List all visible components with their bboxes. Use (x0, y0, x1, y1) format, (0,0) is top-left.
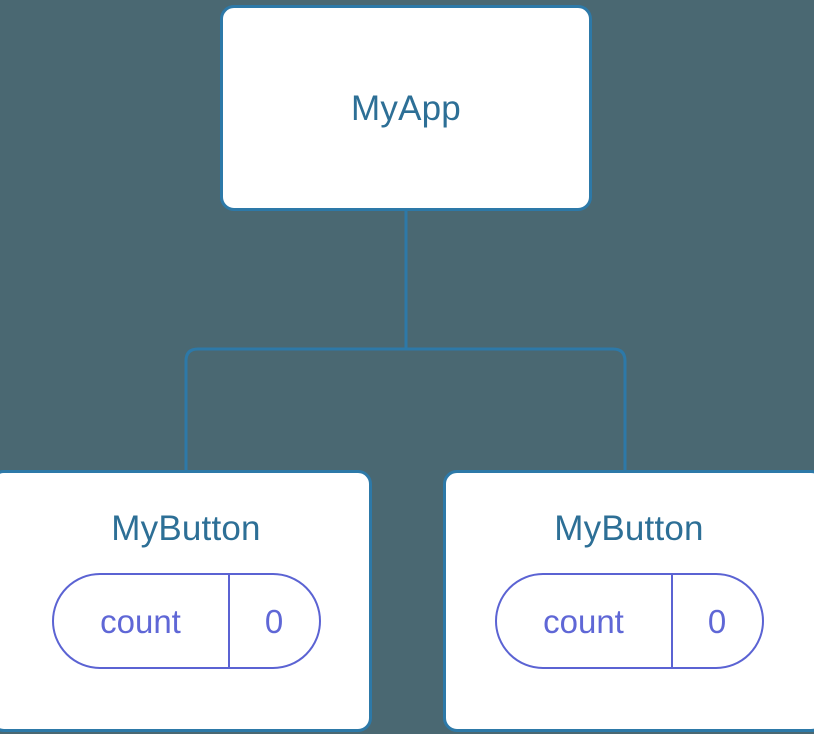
component-node-content: MyButton count 0 (0, 511, 374, 669)
component-node-myapp[interactable]: MyApp (220, 5, 592, 211)
component-node-content: MyButton count 0 (441, 511, 814, 669)
state-key: count (100, 602, 181, 640)
component-node-mybutton-1[interactable]: MyButton count 0 (0, 470, 372, 732)
component-node-mybutton-2[interactable]: MyButton count 0 (443, 470, 814, 732)
component-node-title: MyApp (351, 88, 461, 128)
state-pill[interactable]: count 0 (51, 573, 321, 669)
component-node-title: MyButton (554, 509, 704, 548)
state-key: count (543, 602, 624, 640)
state-pill[interactable]: count 0 (494, 573, 764, 669)
state-value: 0 (670, 575, 762, 667)
state-value: 0 (227, 575, 319, 667)
connector-branch (184, 347, 627, 470)
component-node-title: MyButton (111, 509, 261, 548)
